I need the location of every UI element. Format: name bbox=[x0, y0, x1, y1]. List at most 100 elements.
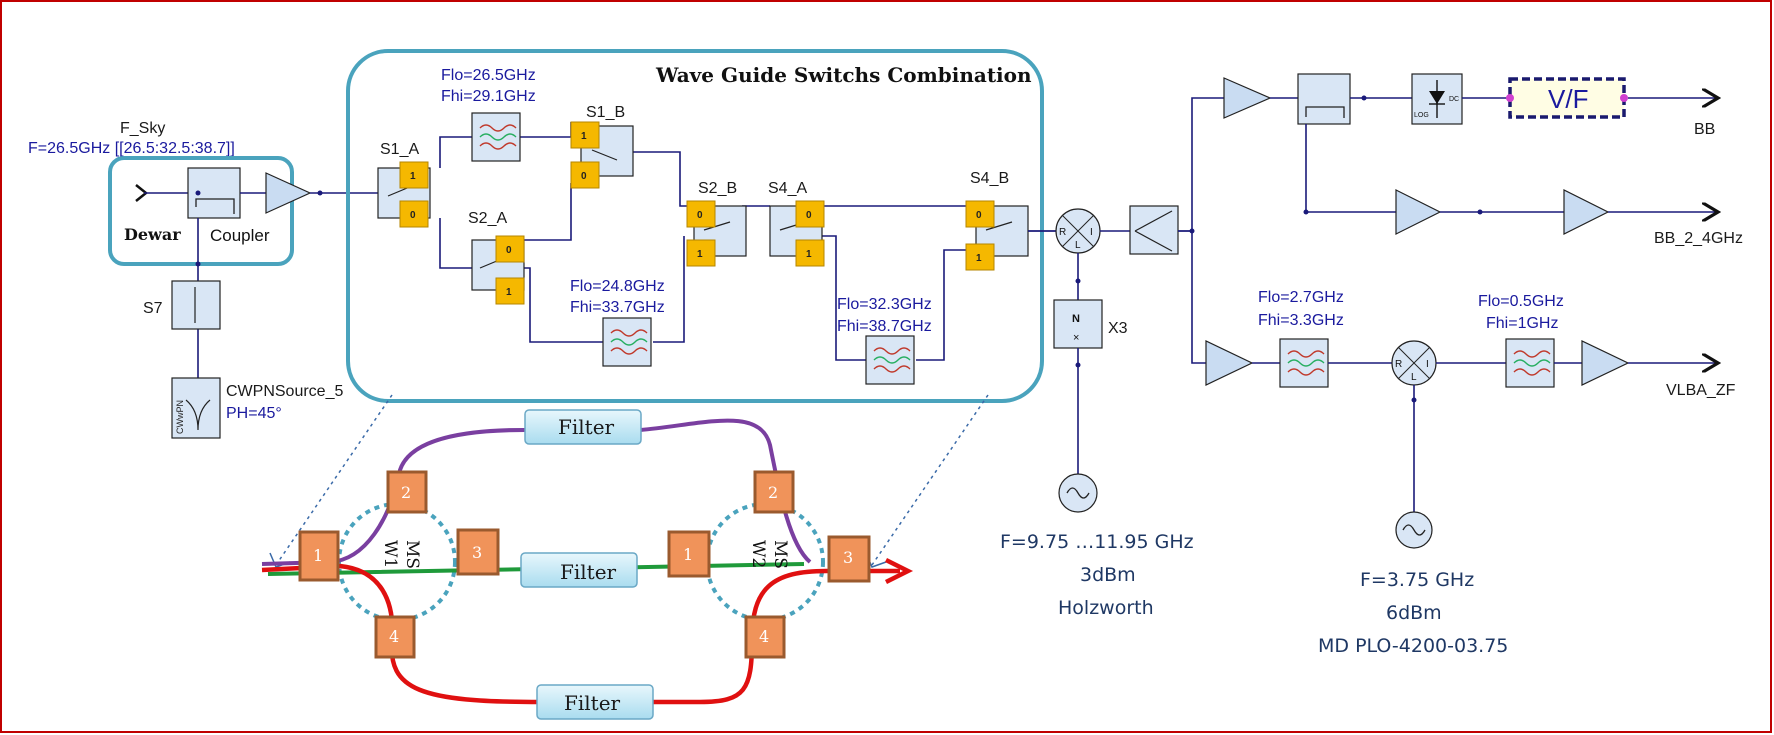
bandpass-filter-3 bbox=[865, 335, 915, 385]
svg-text:1: 1 bbox=[976, 253, 982, 264]
svg-text:L: L bbox=[1075, 240, 1081, 251]
lower-filter-b-fhi: Fhi=1GHz bbox=[1486, 315, 1558, 332]
lower-filter-a-flo: Flo=2.7GHz bbox=[1258, 289, 1344, 306]
svg-text:R: R bbox=[1395, 359, 1402, 370]
lower-filter-a bbox=[1279, 338, 1329, 388]
s4a-label: S4_A bbox=[768, 180, 807, 197]
filter1-flo: Flo=26.5GHz bbox=[441, 67, 536, 84]
w2-port-3: 3 bbox=[827, 535, 871, 583]
w1-label: W1 bbox=[380, 540, 400, 568]
svg-text:1: 1 bbox=[683, 545, 693, 564]
svg-text:2: 2 bbox=[401, 483, 411, 502]
vf-converter: V/F bbox=[1506, 77, 1628, 119]
bandpass-filter-2 bbox=[602, 317, 652, 367]
svg-text:R: R bbox=[1059, 227, 1066, 238]
cw-source-tag: CWwPN bbox=[175, 400, 185, 434]
svg-text:3: 3 bbox=[472, 543, 482, 562]
svg-text:L: L bbox=[1411, 372, 1417, 383]
s2a-label: S2_A bbox=[468, 210, 507, 227]
w2-port-4: 4 bbox=[744, 615, 786, 659]
svg-text:I: I bbox=[1426, 359, 1429, 370]
w1-port-2: 2 bbox=[386, 470, 428, 514]
output-arrow-icon bbox=[884, 557, 914, 585]
svg-text:0: 0 bbox=[806, 210, 812, 221]
lower-amplifier-1 bbox=[1205, 340, 1254, 386]
lo1-source-icon bbox=[1058, 473, 1098, 513]
switch-s2b: 0 1 bbox=[686, 200, 747, 267]
w1-port-4: 4 bbox=[374, 615, 416, 659]
switch-s1a: 1 0 bbox=[377, 161, 431, 228]
lower-filter-b bbox=[1505, 338, 1555, 388]
multiplier-label: X3 bbox=[1108, 320, 1128, 337]
filter3-fhi: Fhi=38.7GHz bbox=[837, 318, 932, 335]
upper-amplifier bbox=[1223, 77, 1272, 119]
filter2-flo: Flo=24.8GHz bbox=[570, 278, 665, 295]
svg-text:Filter: Filter bbox=[558, 415, 615, 439]
coupler-label: Coupler bbox=[210, 226, 270, 245]
bandpass-filter-1 bbox=[471, 112, 521, 162]
wg-filter-mid: Filter bbox=[520, 552, 638, 588]
svg-text:3: 3 bbox=[843, 548, 853, 567]
switch-group-box bbox=[346, 49, 1044, 403]
svg-text:I: I bbox=[1090, 227, 1093, 238]
wg-filter-top: Filter bbox=[524, 409, 642, 445]
log-detector: LOG DC bbox=[1411, 73, 1463, 125]
lo2-model: MD PLO-4200-03.75 bbox=[1318, 635, 1508, 657]
mixer-1: R I L bbox=[1055, 208, 1101, 254]
lo2-freq: F=3.75 GHz bbox=[1360, 569, 1474, 591]
svg-text:1: 1 bbox=[806, 249, 812, 260]
upper-coupler bbox=[1297, 73, 1351, 125]
sky-freq: F=26.5GHz [[26.5:32.5:38.7]] bbox=[28, 140, 235, 157]
w1-port-3: 3 bbox=[456, 528, 500, 576]
lo1-freq: F=9.75 …11.95 GHz bbox=[1000, 531, 1194, 553]
w2-ms-label: MS bbox=[770, 540, 790, 569]
s4b-label: S4_B bbox=[970, 170, 1009, 187]
svg-text:4: 4 bbox=[389, 627, 399, 646]
svg-text:0: 0 bbox=[697, 210, 703, 221]
svg-text:0: 0 bbox=[581, 171, 587, 182]
switch-s4b: 0 1 bbox=[965, 200, 1029, 271]
svg-text:0: 0 bbox=[410, 210, 416, 221]
svg-text:1: 1 bbox=[506, 287, 512, 298]
mixer-2: R I L bbox=[1391, 340, 1437, 386]
svg-text:1: 1 bbox=[581, 131, 587, 142]
filter1-fhi: Fhi=29.1GHz bbox=[441, 88, 536, 105]
s1b-label: S1_B bbox=[586, 104, 625, 121]
svg-text:1: 1 bbox=[313, 546, 323, 565]
cw-source-phase: PH=45° bbox=[226, 405, 282, 422]
switch-s4a: 0 1 bbox=[769, 200, 825, 267]
s2b-label: S2_B bbox=[698, 180, 737, 197]
lo2-power: 6dBm bbox=[1386, 602, 1442, 624]
svg-text:V/F: V/F bbox=[1548, 84, 1588, 114]
lower-filter-a-fhi: Fhi=3.3GHz bbox=[1258, 312, 1344, 329]
power-splitter bbox=[1129, 205, 1179, 255]
junction-dots bbox=[195, 95, 1483, 403]
dewar-label: Dewar bbox=[124, 225, 181, 244]
s1a-label: S1_A bbox=[380, 141, 419, 158]
lo2-source-icon bbox=[1395, 511, 1433, 549]
svg-text:×: × bbox=[1073, 332, 1079, 344]
w2-port-2: 2 bbox=[753, 470, 795, 514]
lower-amplifier-2 bbox=[1581, 340, 1630, 386]
svg-text:N: N bbox=[1072, 313, 1080, 325]
lna-amplifier bbox=[265, 172, 312, 214]
switch-s1b: 1 0 bbox=[570, 121, 634, 189]
out-bb: BB bbox=[1694, 121, 1715, 138]
svg-text:1: 1 bbox=[697, 249, 703, 260]
bb24-amplifier-1 bbox=[1395, 189, 1442, 235]
out-bb24: BB_2_4GHz bbox=[1654, 230, 1743, 247]
w1-ms-label: MS bbox=[402, 540, 422, 569]
w2-label: W2 bbox=[748, 540, 768, 568]
svg-text:4: 4 bbox=[759, 627, 769, 646]
filter3-flo: Flo=32.3GHz bbox=[837, 296, 932, 313]
svg-text:0: 0 bbox=[506, 245, 512, 256]
frequency-multiplier: N × bbox=[1053, 299, 1103, 349]
svg-text:1: 1 bbox=[410, 171, 416, 182]
w2-port-1: 1 bbox=[667, 530, 711, 578]
lo1-vendor: Holzworth bbox=[1058, 597, 1154, 619]
cw-source-block bbox=[171, 377, 221, 439]
lo1-power: 3dBm bbox=[1080, 564, 1136, 586]
out-vlba: VLBA_ZF bbox=[1666, 382, 1736, 399]
dewar-group-box bbox=[108, 156, 294, 266]
